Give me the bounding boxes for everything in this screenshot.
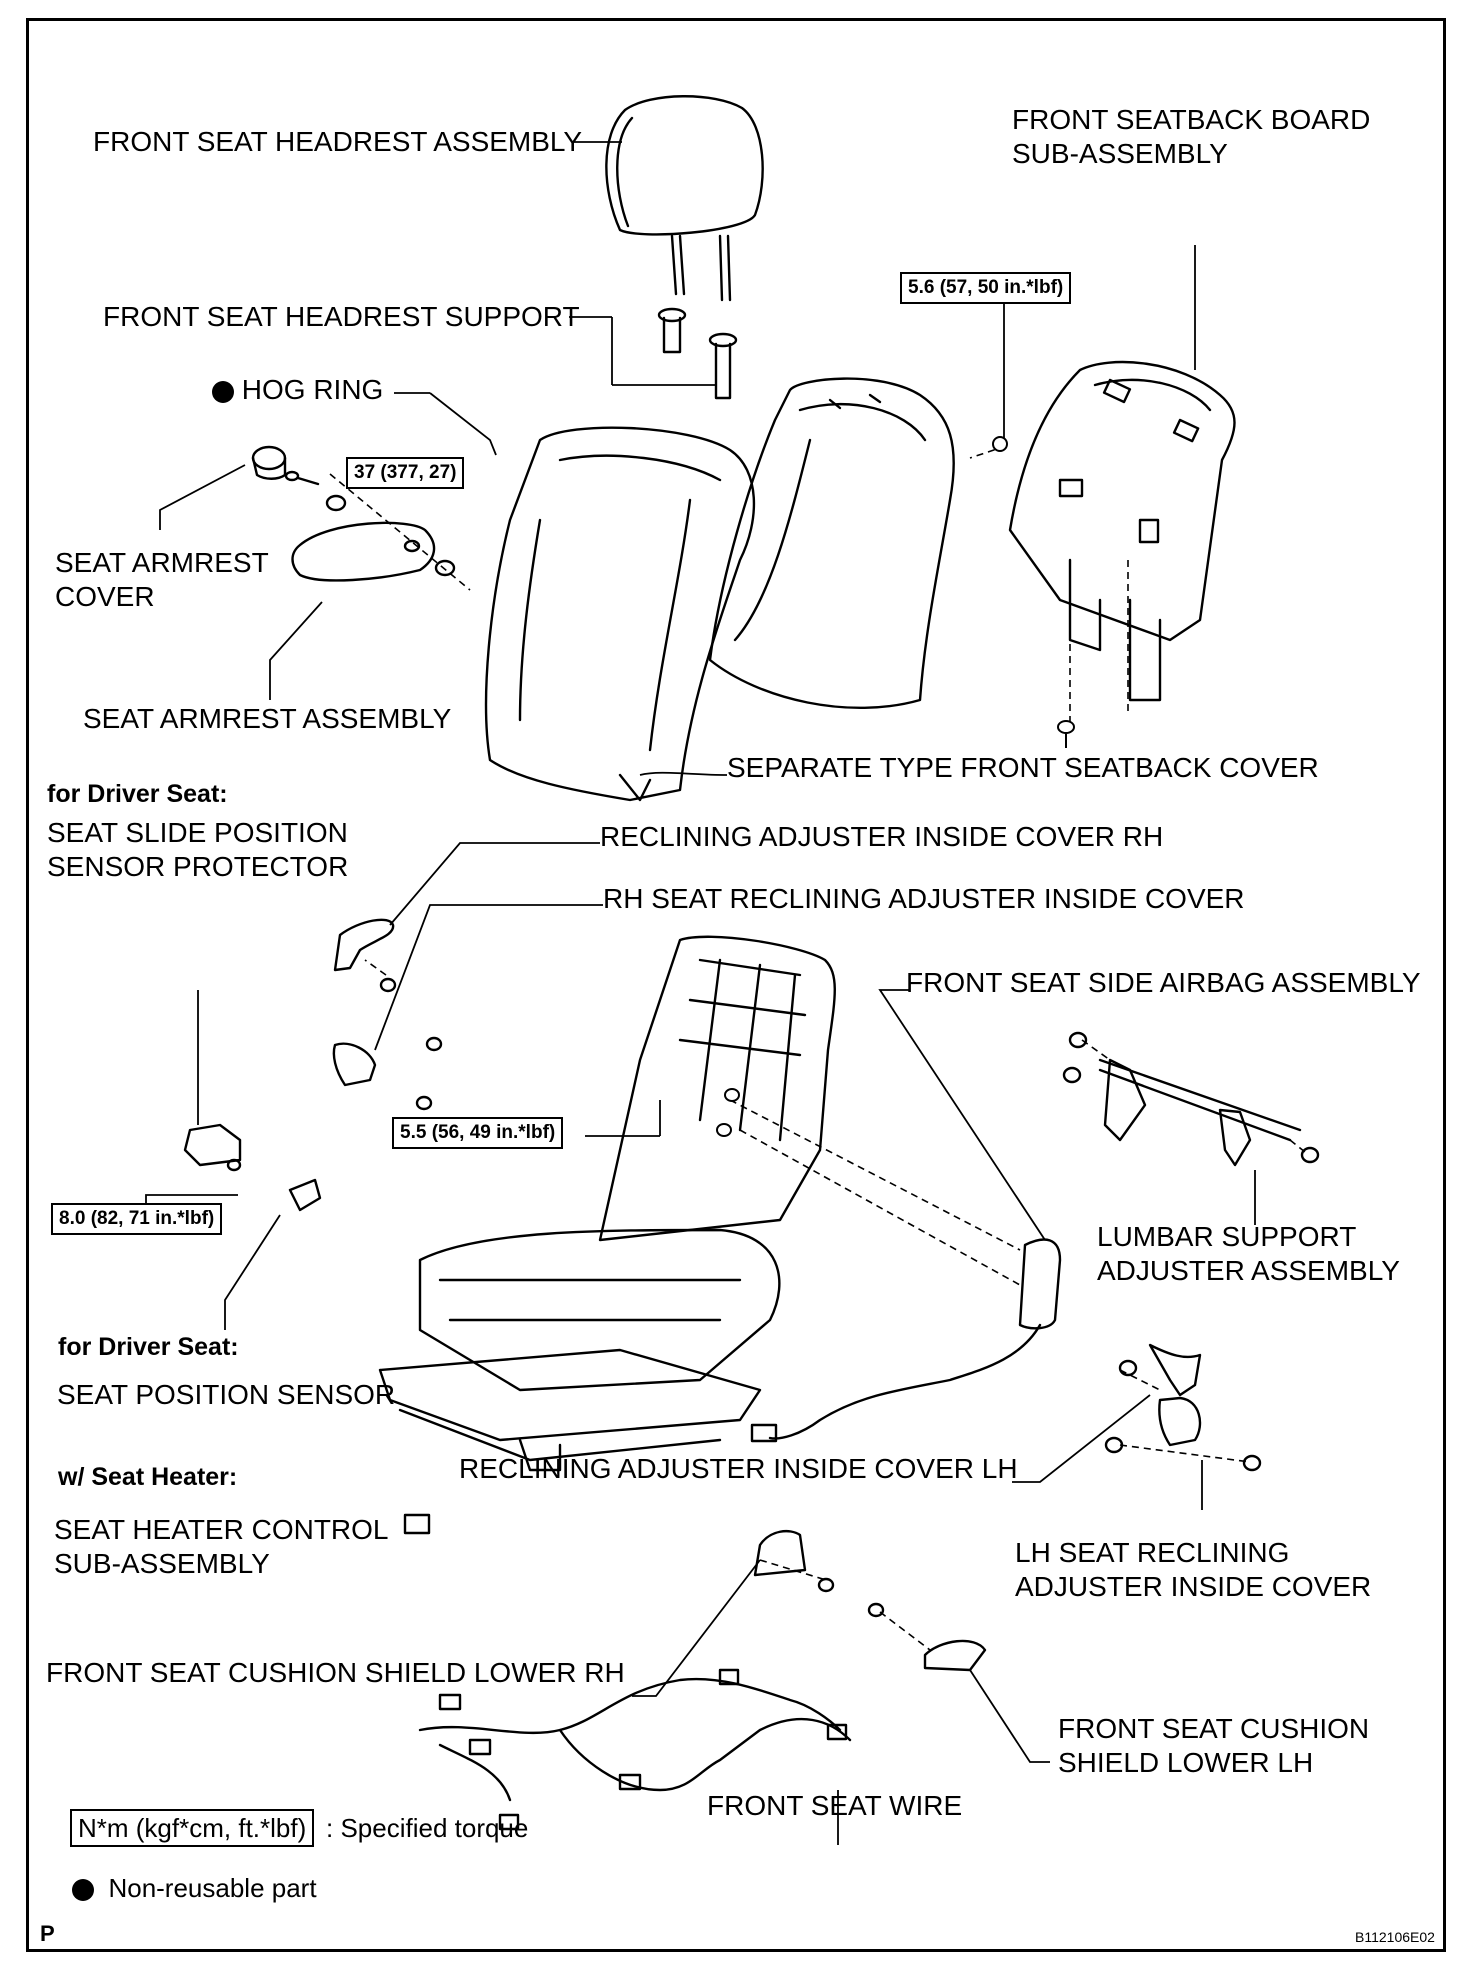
torque-frame-bolt: 5.5 (56, 49 in.*lbf) [392,1117,564,1149]
label-headrest-support: FRONT SEAT HEADREST SUPPORT [103,301,580,332]
label-lh-reclining-cover: LH SEAT RECLINING ADJUSTER INSIDE COVER [1015,1537,1372,1602]
nonreusable-dot-icon [212,380,234,403]
reclining-covers-drawing [332,918,1262,1472]
label-seat-wire: FRONT SEAT WIRE [707,1790,963,1821]
label-cushion-shield-rh: FRONT SEAT CUSHION SHIELD LOWER RH [46,1657,625,1688]
seat-frame-drawing [378,935,836,1472]
dashed-install-lines [329,445,1306,1651]
label-for-driver-seat-1: for Driver Seat: [47,780,228,808]
label-cushion-shield-lh: FRONT SEAT CUSHION SHIELD LOWER LH [1058,1713,1370,1778]
torque-board-bolt: 5.6 (57, 50 in.*lbf) [900,272,1072,304]
label-seatback-board: FRONT SEATBACK BOARD SUB-ASSEMBLY [1012,104,1371,169]
label-reclining-cover-lh: RECLINING ADJUSTER INSIDE COVER LH [459,1453,1018,1484]
label-armrest-assembly: SEAT ARMREST ASSEMBLY [83,703,452,734]
page-letter: P [40,1921,55,1946]
label-reclining-cover-rh: RECLINING ADJUSTER INSIDE COVER RH [600,821,1164,852]
seatback-rear-drawing [708,377,955,710]
label-armrest-cover: SEAT ARMREST COVER [55,547,269,612]
label-rh-reclining-cover: RH SEAT RECLINING ADJUSTER INSIDE COVER [603,883,1245,914]
side-airbag-drawing [750,1238,1062,1443]
label-hog-ring: HOG RING [212,373,383,407]
label-seat-heater-control: SEAT HEATER CONTROL SUB-ASSEMBLY [54,1514,389,1579]
legend-torque-unit: N*m (kgf*cm, ft.*lbf) [70,1809,315,1847]
seatback-board-drawing [1008,360,1236,702]
hog-ring-text: HOG RING [241,374,384,405]
legend-nonreusable: Non-reusable part [72,1871,317,1905]
label-side-airbag: FRONT SEAT SIDE AIRBAG ASSEMBLY [906,967,1421,998]
label-slide-sensor-protector: SEAT SLIDE POSITION SENSOR PROTECTOR [47,817,349,882]
leader-lines [145,141,1256,1845]
diagram-frame [26,18,1446,1952]
legend-torque-desc: : Specified torque [326,1813,529,1843]
label-seat-position-sensor: SEAT POSITION SENSOR [57,1379,396,1410]
lumbar-adjuster-drawing [1062,1031,1320,1167]
cushion-shields-drawing [753,1529,987,1672]
figure-id: B112106E02 [1355,1929,1435,1945]
legend-nonreusable-text: Non-reusable part [108,1873,317,1903]
seat-wire-drawing [418,1668,852,1831]
fastener-bolts [716,436,1075,1137]
torque-armrest-bolt: 37 (377, 27) [346,457,465,489]
sensors-drawing [183,1123,431,1535]
label-w-seat-heater: w/ Seat Heater: [58,1463,238,1491]
headrest-drawing [605,95,764,302]
seatback-cover-drawing [484,426,756,802]
label-headrest: FRONT SEAT HEADREST ASSEMBLY [93,126,583,157]
torque-sensor-bolt: 8.0 (82, 71 in.*lbf) [51,1203,223,1235]
label-lumbar-support: LUMBAR SUPPORT ADJUSTER ASSEMBLY [1097,1221,1400,1286]
headrest-support-drawing [657,307,738,400]
label-for-driver-seat-2: for Driver Seat: [58,1333,239,1361]
armrest-drawing [251,445,456,582]
nonreusable-dot-icon [72,1879,94,1902]
label-seatback-cover: SEPARATE TYPE FRONT SEATBACK COVER [727,752,1319,783]
